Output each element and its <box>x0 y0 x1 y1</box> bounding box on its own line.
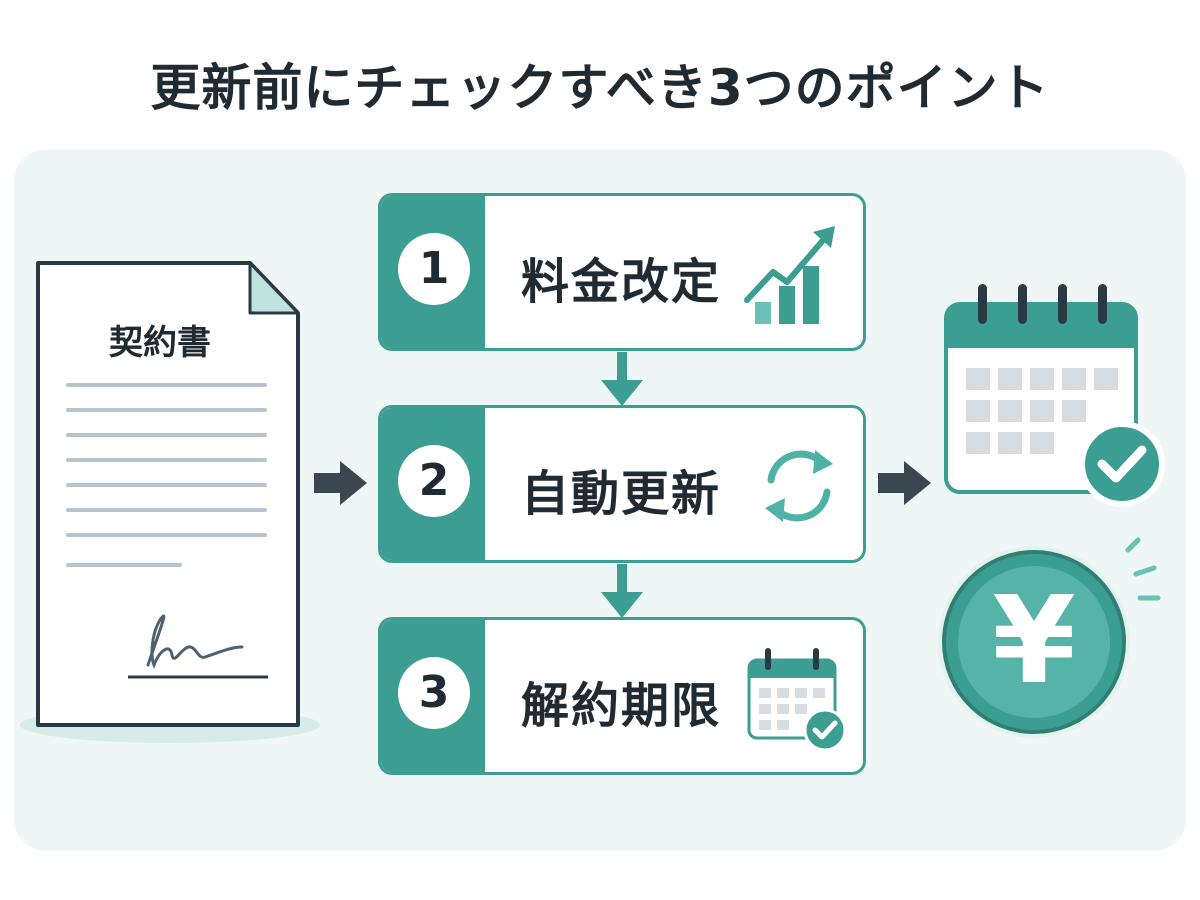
refresh-cycle-icon <box>765 450 833 522</box>
rising-bar-chart-icon <box>744 226 835 324</box>
step-number: 3 <box>398 657 470 729</box>
document-title: 契約書 <box>109 323 211 363</box>
arrow-down-icon <box>601 564 643 618</box>
step-number: 2 <box>398 445 470 517</box>
arrow-down-icon <box>601 352 643 406</box>
step-label: 自動更新 <box>521 466 722 522</box>
contract-document-icon <box>20 261 320 743</box>
step-cancellation-deadline: 3 解約期限 <box>378 617 866 775</box>
page-title: 更新前にチェックすべき3つのポイント <box>150 59 1050 117</box>
step-label: 料金改定 <box>521 254 722 310</box>
yen-coin-icon <box>938 537 1161 738</box>
signature-icon <box>128 614 268 679</box>
arrow-right-icon <box>314 461 367 505</box>
step-label: 解約期限 <box>521 678 722 734</box>
step-auto-renewal: 2 自動更新 <box>378 405 866 563</box>
yen-symbol: ¥ <box>992 572 1076 711</box>
calendar-check-icon <box>747 648 847 752</box>
contract-document: 契約書 <box>20 255 320 745</box>
calendar-check-icon <box>944 284 1165 507</box>
arrow-right-icon <box>878 461 931 505</box>
step-rate-revision: 1 料金改定 <box>378 193 866 351</box>
step-number: 1 <box>398 233 470 305</box>
